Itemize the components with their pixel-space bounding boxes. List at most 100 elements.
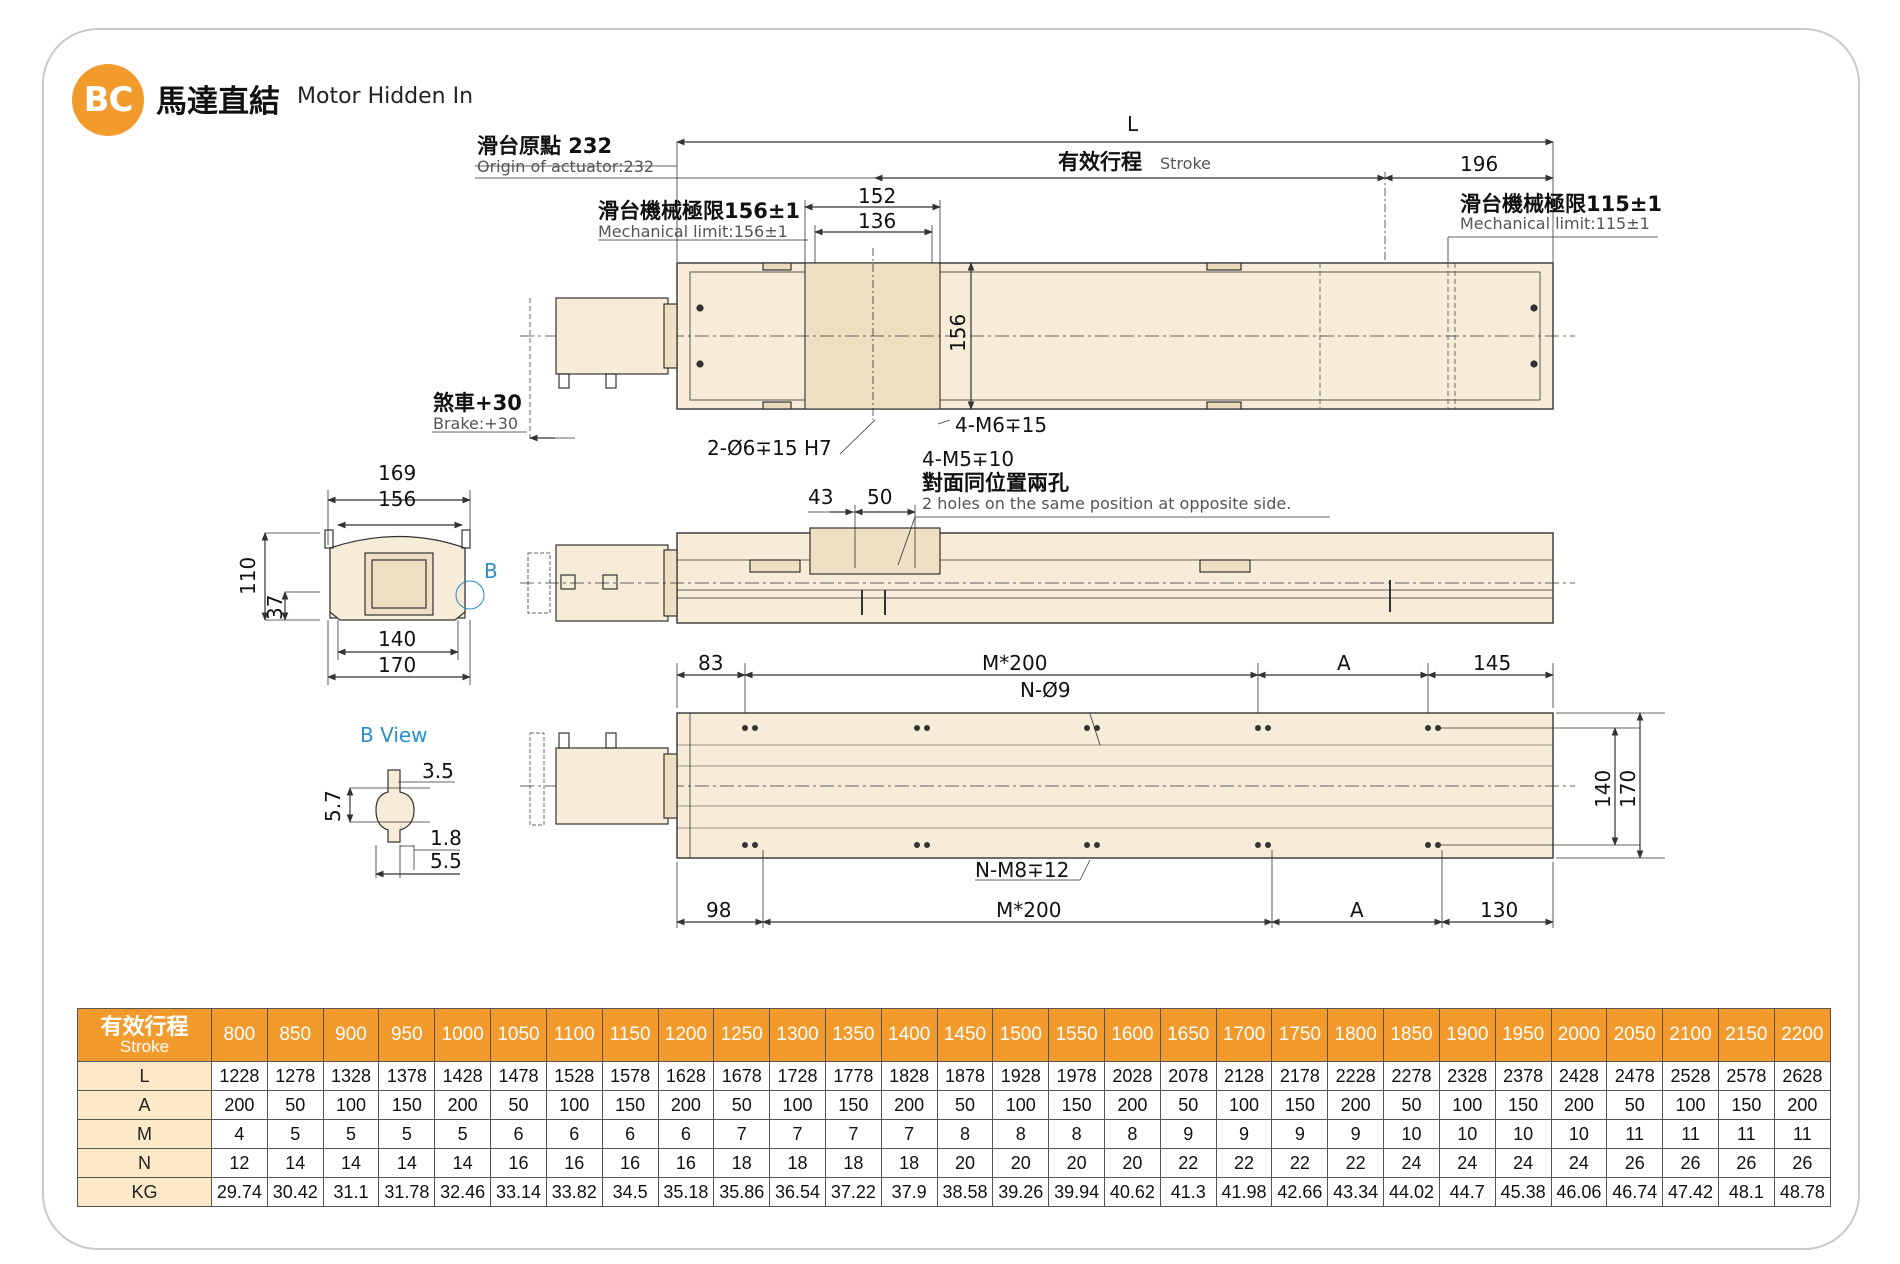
label-opposite-en: 2 holes on the same position at opposite… <box>922 494 1291 513</box>
table-cell: 2178 <box>1271 1061 1329 1091</box>
label-170-bottom: 170 <box>1616 770 1640 808</box>
table-cell: 33.82 <box>545 1177 603 1207</box>
label-m200-bot: M*200 <box>996 898 1061 922</box>
table-cell: 38.58 <box>936 1177 994 1207</box>
table-cell: 1378 <box>378 1061 436 1091</box>
header-stroke-value: 2100 <box>1662 1008 1719 1062</box>
label-m5: 4-M5∓10 <box>922 447 1014 471</box>
table-cell: 200 <box>657 1090 715 1120</box>
table-cell: 150 <box>824 1090 882 1120</box>
table-cell: 50 <box>1383 1090 1440 1120</box>
label-130: 130 <box>1480 898 1518 922</box>
table-cell: 24 <box>1494 1148 1552 1178</box>
table-cell: 1828 <box>880 1061 938 1091</box>
table-cell: 150 <box>601 1090 659 1120</box>
table-cell: 20 <box>1048 1148 1105 1178</box>
label-brake-en: Brake:+30 <box>433 414 518 433</box>
label-m6: 4-M6∓15 <box>955 413 1047 437</box>
label-m200-top: M*200 <box>982 651 1047 675</box>
label-110: 110 <box>236 557 260 595</box>
label-57: 5.7 <box>321 790 345 822</box>
header-stroke-value: 2050 <box>1606 1008 1664 1062</box>
table-cell: 5 <box>378 1119 436 1149</box>
series-badge: BC <box>72 64 144 136</box>
label-145: 145 <box>1473 651 1511 675</box>
motor-bottom <box>555 747 669 825</box>
header-stroke-value: 1150 <box>601 1008 659 1062</box>
table-cell: 14 <box>266 1148 324 1178</box>
actuator-body-side <box>676 532 1554 624</box>
table-cell: 2328 <box>1438 1061 1496 1091</box>
table-cell: 6 <box>490 1119 547 1149</box>
side-view <box>520 505 1575 624</box>
end-view <box>261 490 485 685</box>
table-cell: 12 <box>211 1148 268 1178</box>
actuator-body-bottom <box>676 712 1554 859</box>
table-cell: 1878 <box>936 1061 994 1091</box>
label-152: 152 <box>858 184 896 208</box>
table-cell: 42.66 <box>1271 1177 1329 1207</box>
table-cell: 200 <box>1773 1090 1832 1120</box>
table-cell: 11 <box>1717 1119 1775 1149</box>
table-cell: 37.22 <box>824 1177 882 1207</box>
table-cell: 2228 <box>1327 1061 1385 1091</box>
table-cell: 46.74 <box>1606 1177 1664 1207</box>
technical-drawing: L 滑台原點 232 Origin of actuator:232 有效行程 S… <box>236 112 1665 928</box>
table-cell: 200 <box>1550 1090 1608 1120</box>
table-cell: 10 <box>1494 1119 1552 1149</box>
table-cell: 2278 <box>1383 1061 1440 1091</box>
label-brake-cn: 煞車+30 <box>433 391 522 415</box>
top-view-labels: L 滑台原點 232 Origin of actuator:232 有效行程 S… <box>433 112 1662 460</box>
table-cell: 47.42 <box>1662 1177 1719 1207</box>
table-cell: 31.78 <box>378 1177 436 1207</box>
top-view <box>432 138 1658 455</box>
table-cell: 20 <box>992 1148 1050 1178</box>
motor-top <box>555 297 669 375</box>
side-view-labels: 4-M5∓10 對面同位置兩孔 2 holes on the same posi… <box>808 447 1291 513</box>
label-169: 169 <box>378 461 416 485</box>
table-cell: 2078 <box>1159 1061 1217 1091</box>
label-dowel: 2-Ø6∓15 H7 <box>707 436 832 460</box>
table-cell: 10 <box>1383 1119 1440 1149</box>
table-cell: 1578 <box>601 1061 659 1091</box>
table-cell: 14 <box>434 1148 492 1178</box>
table-cell: 150 <box>1271 1090 1329 1120</box>
header-stroke-value: 1000 <box>434 1008 492 1062</box>
label-n-d9: N-Ø9 <box>1020 678 1071 702</box>
label-stroke-cn: 有效行程 <box>1058 150 1142 174</box>
label-opposite-cn: 對面同位置兩孔 <box>922 471 1069 495</box>
header-stroke-value: 1800 <box>1327 1008 1385 1062</box>
row-label: N <box>77 1148 212 1178</box>
label-156-end: 156 <box>378 487 416 511</box>
table-cell: 45.38 <box>1494 1177 1552 1207</box>
table-cell: 20 <box>936 1148 994 1178</box>
table-cell: 10 <box>1438 1119 1496 1149</box>
header-stroke-value: 950 <box>378 1008 436 1062</box>
table-cell: 2628 <box>1773 1061 1832 1091</box>
label-n-m8: N-M8∓12 <box>975 858 1069 882</box>
table-cell: 150 <box>378 1090 436 1120</box>
header-stroke-value: 2000 <box>1550 1008 1608 1062</box>
table-cell: 7 <box>824 1119 882 1149</box>
table-cell: 1628 <box>657 1061 715 1091</box>
table-cell: 43.34 <box>1327 1177 1385 1207</box>
label-136: 136 <box>858 209 896 233</box>
table-cell: 7 <box>880 1119 938 1149</box>
page-frame <box>42 28 1860 1250</box>
table-cell: 2478 <box>1606 1061 1664 1091</box>
table-cell: 46.06 <box>1550 1177 1608 1207</box>
b-view-labels: B View 3.5 5.7 1.8 5.5 <box>321 723 462 873</box>
title-chinese: 馬達直結 <box>156 84 280 120</box>
table-cell: 50 <box>266 1090 324 1120</box>
table-cell: 8 <box>1104 1119 1161 1149</box>
table-cell: 22 <box>1327 1148 1385 1178</box>
table-cell: 35.18 <box>657 1177 715 1207</box>
carriage-side <box>809 527 941 575</box>
table-cell: 200 <box>211 1090 268 1120</box>
table-cell: 1728 <box>769 1061 826 1091</box>
header-stroke-value: 1500 <box>992 1008 1050 1062</box>
table-cell: 7 <box>769 1119 826 1149</box>
